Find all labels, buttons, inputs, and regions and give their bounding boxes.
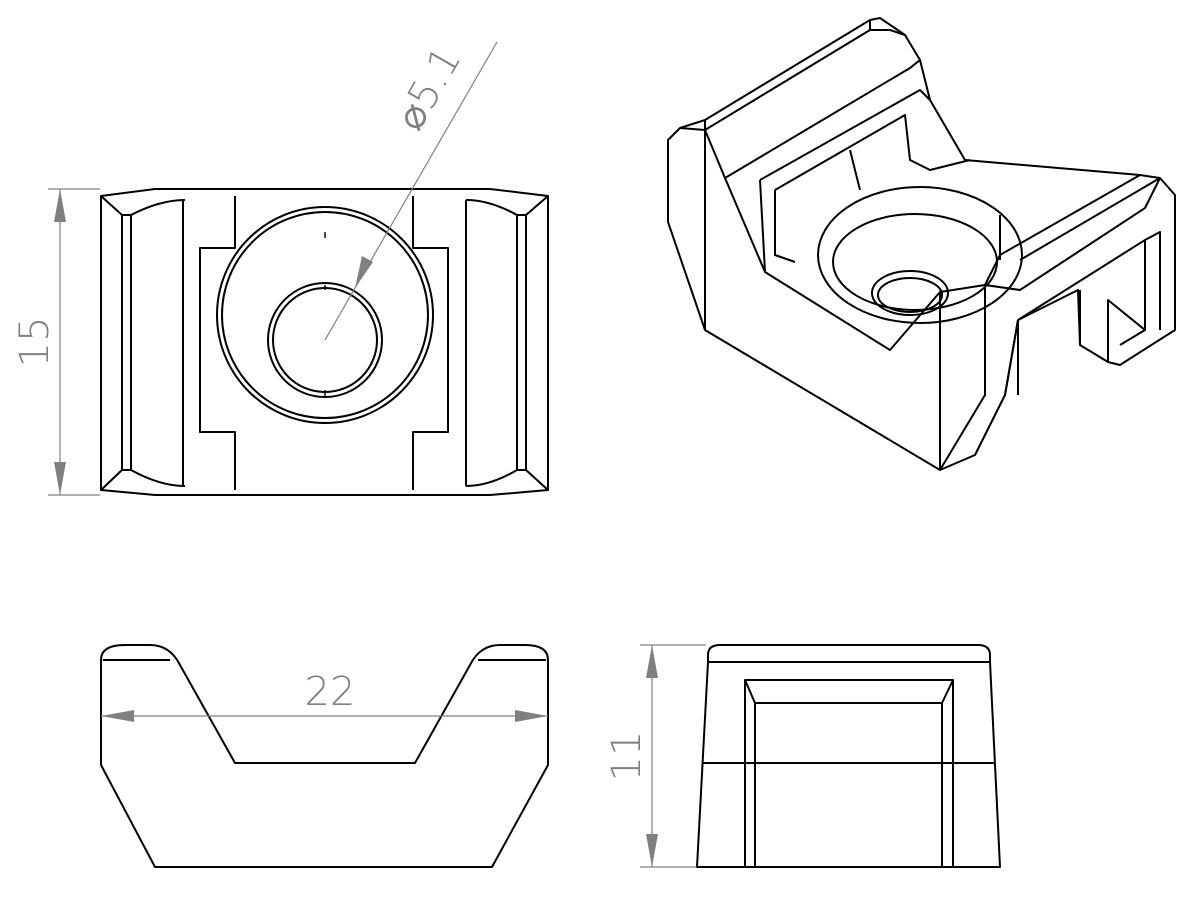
dimension-11: 11 (604, 644, 706, 868)
dimension-label-22: 22 (305, 669, 356, 715)
dimension-label-11: 11 (604, 731, 650, 782)
dimension-22: 22 (101, 669, 548, 722)
side-view (696, 644, 1001, 868)
top-view (100, 188, 549, 496)
dimension-label-15: 15 (12, 317, 58, 368)
dimension-label-diameter: ⌀5.1 (387, 39, 471, 138)
front-view (100, 644, 549, 868)
isometric-view (667, 17, 1176, 471)
dimension-15: 15 (12, 188, 100, 496)
